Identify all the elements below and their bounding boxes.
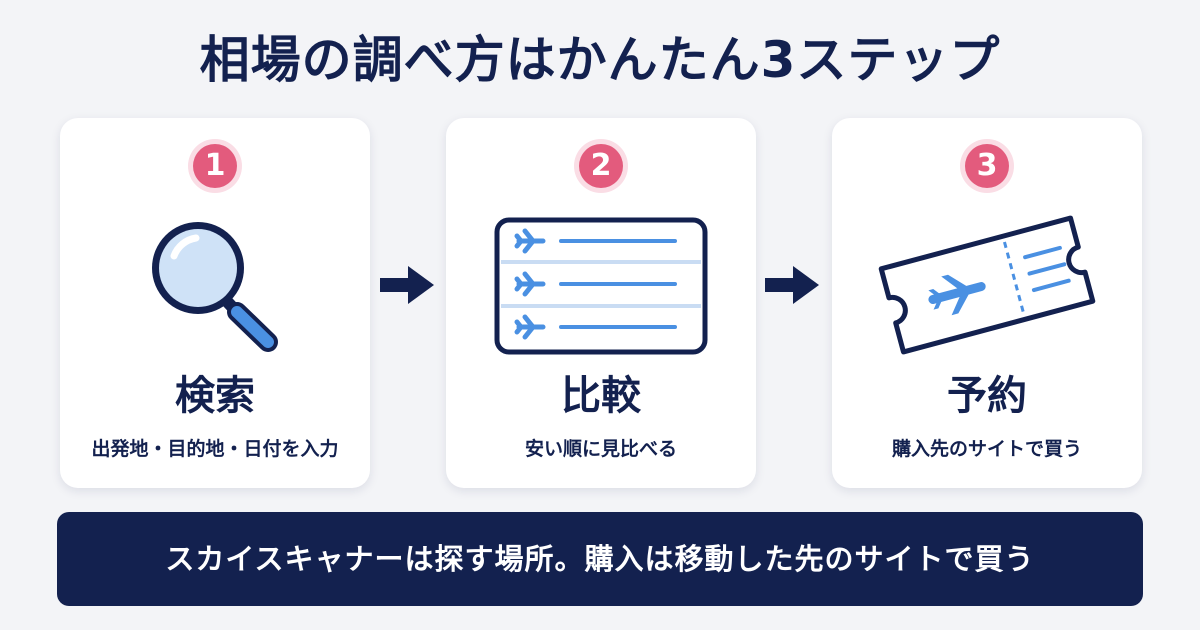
step-title: 比較 [561,373,641,419]
arrow-right-icon [380,266,434,308]
step-card-search: 1 検索 出発地・目的地・日付を入力 [60,118,370,488]
arrow-right-icon [765,266,819,308]
step-number-badge: 1 [193,144,237,188]
step-card-reserve: 3 予約 購入先のサイトで買う [832,118,1142,488]
step-title: 検索 [175,373,255,419]
flight-list-icon [446,214,756,358]
step-description: 出発地・目的地・日付を入力 [91,438,339,460]
ticket-icon [832,210,1142,360]
step-description: 購入先のサイトで買う [891,438,1082,460]
step-number-badge: 3 [965,144,1009,188]
step-title: 予約 [947,373,1027,419]
step-card-compare: 2 比較 安い順に見比べる [446,118,756,488]
step-number-badge: 2 [579,144,623,188]
magnifier-icon [60,216,370,356]
step-description: 安い順に見比べる [524,438,677,460]
summary-banner: スカイスキャナーは探す場所。購入は移動した先のサイトで買う [57,512,1143,606]
page-title: 相場の調べ方はかんたん3ステップ [199,31,1001,89]
